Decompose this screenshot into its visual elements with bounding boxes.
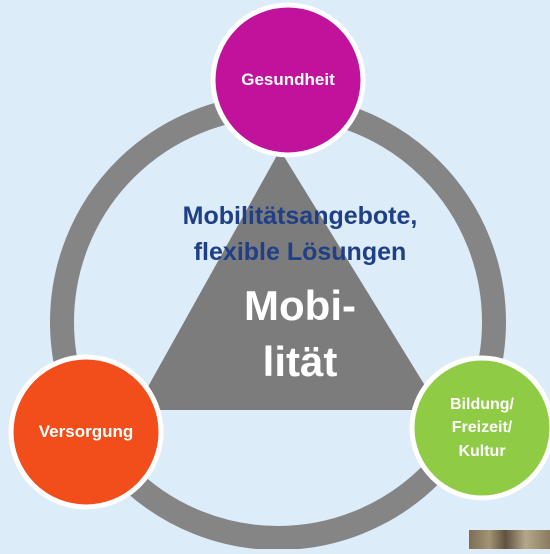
bildung-line-3: Kultur xyxy=(458,442,506,460)
versorgung-text: Versorgung xyxy=(38,421,134,441)
node-circle-gesundheit xyxy=(210,2,366,158)
corner-photo xyxy=(469,530,550,549)
center-title-line-1: Mobi- xyxy=(244,282,356,329)
bildung-line-1: Bildung/ xyxy=(450,396,514,414)
center-subtitle: Mobilitätsangebote, flexible Lösungen xyxy=(130,198,470,270)
node-circle-versorgung xyxy=(8,354,164,510)
subtitle-line-2: flexible Lösungen xyxy=(193,238,407,266)
gesundheit-text: Gesundheit xyxy=(241,69,335,89)
node-label-versorgung: Versorgung xyxy=(16,414,156,450)
center-title: Mobi- lität xyxy=(195,278,405,390)
subtitle-line-1: Mobilitätsangebote, xyxy=(182,202,418,230)
node-label-bildung: Bildung/ Freizeit/ Kultur xyxy=(416,380,548,476)
bildung-line-2: Freizeit/ xyxy=(451,419,513,437)
node-circle-bildung xyxy=(409,355,550,501)
center-triangle xyxy=(135,150,440,410)
center-title-line-2: lität xyxy=(262,338,338,385)
node-label-gesundheit: Gesundheit xyxy=(218,62,358,98)
